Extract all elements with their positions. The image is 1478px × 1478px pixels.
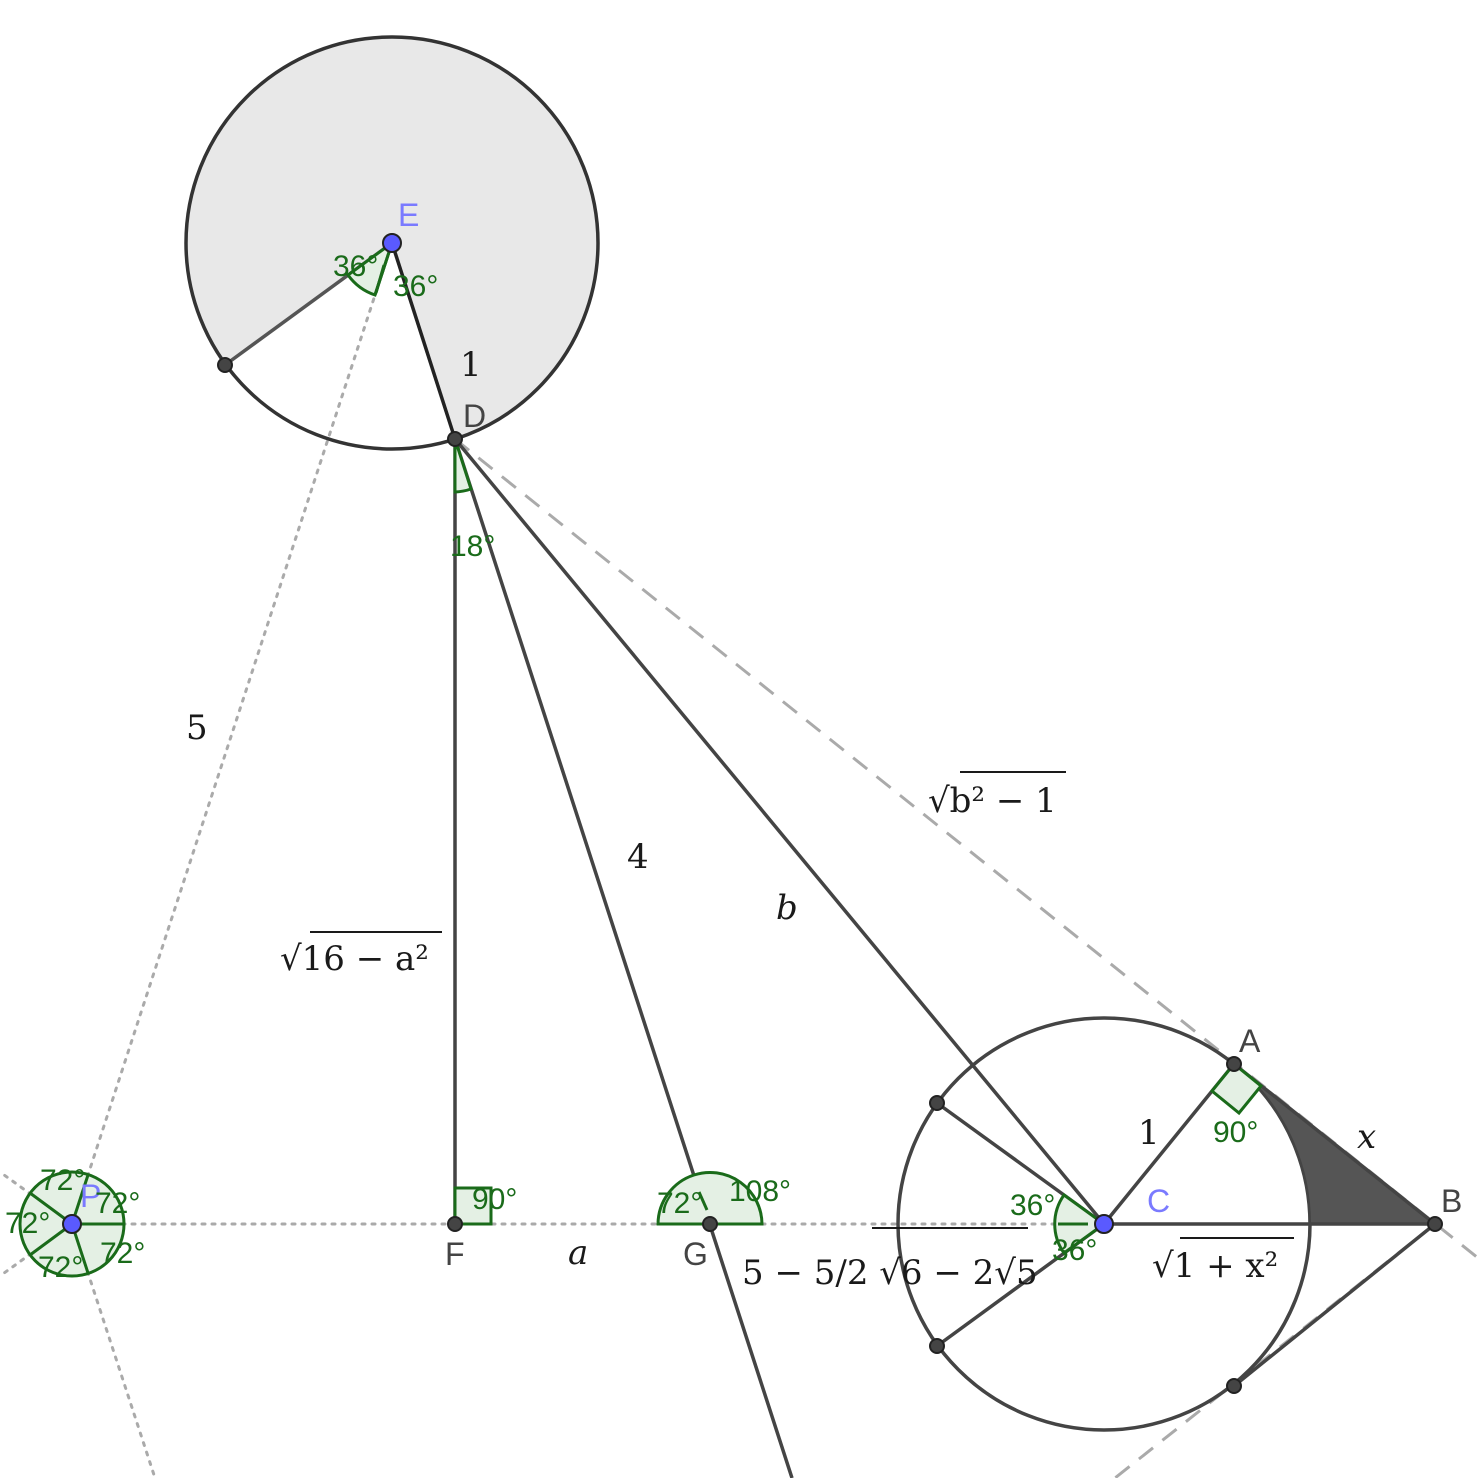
angle-label-p-4: 72° xyxy=(38,1251,83,1284)
label-point-e: E xyxy=(398,197,419,233)
label-point-b: B xyxy=(1441,1183,1462,1219)
segment-label-df: √16 − a² xyxy=(280,939,429,979)
label-point-g: G xyxy=(683,1236,708,1272)
point-circle-e-left[interactable] xyxy=(217,357,233,373)
angle-tick-e xyxy=(374,264,386,294)
segment-label-da: √b² − 1 xyxy=(928,781,1057,821)
point-circle-c-lower[interactable] xyxy=(929,1338,945,1354)
point-p[interactable] xyxy=(62,1214,82,1234)
angle-label-p-5: 72° xyxy=(100,1237,145,1270)
angle-label-p-3: 72° xyxy=(5,1207,50,1240)
circle-e[interactable] xyxy=(184,35,600,451)
angle-marker-a xyxy=(1209,1061,1264,1116)
label-point-a: A xyxy=(1239,1023,1261,1059)
angle-label-p-1: 72° xyxy=(40,1164,85,1197)
angle-marker-f xyxy=(453,1186,493,1226)
angle-label-g-right: 108° xyxy=(729,1175,791,1208)
angle-label-d: 18° xyxy=(450,530,495,563)
point-circle-c-upper[interactable] xyxy=(929,1095,945,1111)
segment-label-ab: x xyxy=(1357,1117,1376,1157)
segment-b-lower-tangent[interactable] xyxy=(1232,1222,1437,1388)
angle-label-c-top: 36° xyxy=(1010,1189,1055,1222)
point-f[interactable] xyxy=(447,1216,463,1232)
segment-label-pe: 5 xyxy=(186,708,208,748)
point-b[interactable] xyxy=(1427,1216,1443,1232)
point-tangent-lower[interactable] xyxy=(1226,1378,1242,1394)
angle-label-e-left: 36° xyxy=(333,250,378,283)
segment-ed[interactable] xyxy=(390,242,457,440)
point-g[interactable] xyxy=(702,1216,718,1232)
angle-marker-g xyxy=(656,1170,764,1226)
label-point-p: P xyxy=(80,1178,101,1214)
segment-dc[interactable] xyxy=(453,437,1106,1226)
point-d[interactable] xyxy=(447,431,463,447)
point-c[interactable] xyxy=(1094,1214,1114,1234)
angle-marker-d xyxy=(453,438,473,494)
label-point-d: D xyxy=(463,398,486,434)
angle-label-g-left: 72° xyxy=(657,1187,702,1220)
point-a[interactable] xyxy=(1226,1056,1242,1072)
segment-label-gc: 5 − 5/2 √6 − 2√5 xyxy=(742,1253,1038,1293)
label-point-c: C xyxy=(1147,1183,1170,1219)
angle-marker-e-right xyxy=(373,242,394,296)
segment-ab[interactable] xyxy=(1232,1062,1437,1226)
angle-label-e-right: 36° xyxy=(393,270,438,303)
angle-label-a: 90° xyxy=(1213,1116,1258,1149)
line-dg[interactable] xyxy=(453,438,794,1478)
segment-label-ed: 1 xyxy=(460,345,482,385)
dotted-line-pe[interactable] xyxy=(70,241,394,1226)
angle-label-c-bottom: 36° xyxy=(1052,1234,1097,1267)
segment-label-cb: √1 + x² xyxy=(1152,1246,1278,1286)
dotted-ray-p-down xyxy=(70,1222,157,1478)
segment-label-dg: 4 xyxy=(627,837,649,877)
segment-label-dc: b xyxy=(776,888,798,928)
angle-label-f: 90° xyxy=(472,1183,517,1216)
segment-label-fg: a xyxy=(568,1233,588,1273)
point-e[interactable] xyxy=(382,233,402,253)
angle-label-p-2: 72° xyxy=(95,1187,140,1220)
angle-tick-g xyxy=(697,1191,709,1211)
label-point-f: F xyxy=(445,1236,465,1272)
segment-label-ca: 1 xyxy=(1138,1113,1160,1153)
